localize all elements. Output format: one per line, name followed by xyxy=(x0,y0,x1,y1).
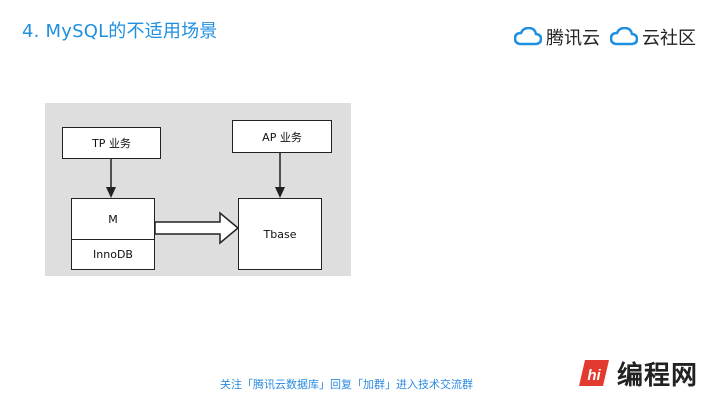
brand-watermark: hi 编程网 xyxy=(575,355,698,392)
tp-to-m-arrow xyxy=(106,159,116,198)
brand-name: 编程网 xyxy=(617,361,699,391)
cloud-icon xyxy=(514,27,542,46)
cloud-community-logo: 云社区 xyxy=(610,24,696,50)
brand-logo-icon: hi xyxy=(579,359,609,386)
innodb-box: InnoDB xyxy=(71,239,155,270)
footer-text: 关注「腾讯云数据库」回复「加群」进入技术交流群 xyxy=(220,378,473,391)
mysql-m-box: M xyxy=(71,198,155,240)
ap-to-tbase-arrow xyxy=(275,153,285,198)
m-to-tbase-arrow xyxy=(154,211,240,245)
diagram-arrows xyxy=(106,153,285,245)
slide-title: 4. MySQL的不适用场景 xyxy=(22,21,218,42)
tp-business-box: TP 业务 xyxy=(62,127,161,159)
cloud-icon xyxy=(610,27,638,46)
cloud-community-text: 云社区 xyxy=(642,28,696,49)
svg-text:hi: hi xyxy=(587,367,601,384)
architecture-diagram: TP 业务 AP 业务 M InnoDB Tbase xyxy=(45,103,351,276)
ap-business-box: AP 业务 xyxy=(232,120,332,153)
tbase-box: Tbase xyxy=(238,198,322,270)
tencent-cloud-text: 腾讯云 xyxy=(546,28,600,49)
tencent-cloud-logo: 腾讯云 xyxy=(514,24,600,50)
